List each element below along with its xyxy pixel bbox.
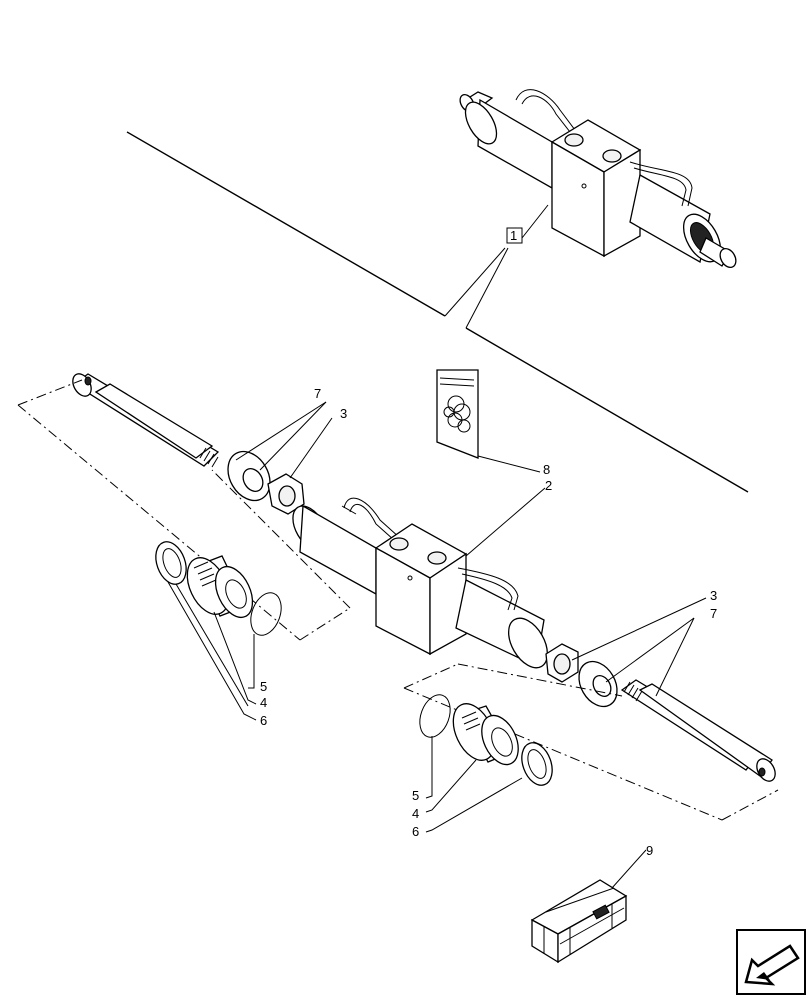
left-nut <box>267 473 305 515</box>
right-piston <box>452 703 519 766</box>
callout-8-label: 8 <box>543 462 550 477</box>
back-arrow-icon[interactable] <box>736 929 806 995</box>
callout-7b-label: 7 <box>710 606 717 621</box>
leaders-7-3-left <box>235 401 333 479</box>
leaders-5-4-6-right <box>425 736 523 833</box>
left-o-ring <box>250 592 282 636</box>
left-piston <box>186 555 254 619</box>
left-lock-ring <box>155 541 187 585</box>
reference-lines <box>126 131 749 493</box>
right-assembly-boundary <box>403 663 779 821</box>
callout-9-label: 9 <box>646 843 653 858</box>
seal-kit-bag-icon <box>436 369 479 459</box>
cylinder-body <box>292 497 548 669</box>
callout-6a-label: 6 <box>260 713 267 728</box>
shipping-crate-icon <box>530 879 628 964</box>
right-o-ring <box>419 694 451 738</box>
callout-1-label: 1 <box>510 228 517 243</box>
right-piston-rod <box>620 679 776 782</box>
leader-2 <box>465 487 546 557</box>
left-piston-rod <box>72 373 220 468</box>
right-nut <box>545 643 579 683</box>
leaders-5-4-6-left <box>167 581 257 721</box>
leader-8 <box>477 455 541 473</box>
callout-3b-label: 3 <box>710 588 717 603</box>
leaders-3-7-right <box>571 597 707 697</box>
right-gland <box>578 660 618 708</box>
callout-4b-label: 4 <box>412 806 419 821</box>
callout-5b-label: 5 <box>412 788 419 803</box>
callout-7a-label: 7 <box>314 386 321 401</box>
callout-2-label: 2 <box>545 478 552 493</box>
callout-4a-label: 4 <box>260 695 267 710</box>
callout-6b-label: 6 <box>412 824 419 839</box>
left-gland <box>227 450 271 502</box>
assembled-steering-cylinder <box>459 89 737 268</box>
right-lock-ring <box>521 742 553 786</box>
callout-3a-label: 3 <box>340 406 347 421</box>
callout-5a-label: 5 <box>260 679 267 694</box>
callout-1: 1 <box>506 227 523 244</box>
leader-9 <box>611 849 647 889</box>
